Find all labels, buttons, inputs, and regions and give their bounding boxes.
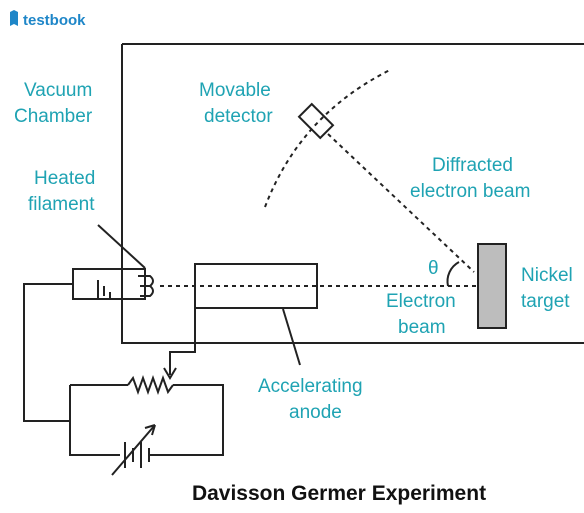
accelerating-anode-label: Accelerating anode [258,376,368,423]
testbook-logo: testbook [10,10,86,29]
vacuum-chamber-outline [121,43,584,344]
diffracted-beam-line [327,133,475,273]
variable-battery-arrow [111,424,156,476]
nickel-target-label: Nickel target [521,265,578,312]
anode-tap-wire [169,300,196,375]
theta-arc [446,261,460,287]
diagram-title: Davisson Germer Experiment [192,482,486,505]
detector-arc [264,69,391,208]
circuit-right-wire [150,384,224,456]
filament-leader-line [97,224,146,269]
movable-detector [297,102,335,140]
heated-filament-coil [138,275,154,297]
diffracted-beam-label: Diffracted electron beam [410,155,530,202]
brand-name: testbook [23,12,86,29]
anode-tap-arrow-icon [163,367,177,380]
nickel-target [477,243,507,329]
accelerating-anode [194,263,318,309]
vacuum-chamber-label: Vacuum Chamber [14,80,98,127]
anode-leader-line [282,308,301,366]
book-icon [10,10,18,26]
movable-detector-label: Movable detector [199,80,276,127]
circuit-lower-wire [69,385,120,456]
circuit-left-wire [23,283,73,422]
rheostat [127,375,174,395]
theta-label: θ [428,258,439,279]
heated-filament-label: Heated filament [28,168,101,215]
electron-beam-label: Electron beam [386,291,461,338]
